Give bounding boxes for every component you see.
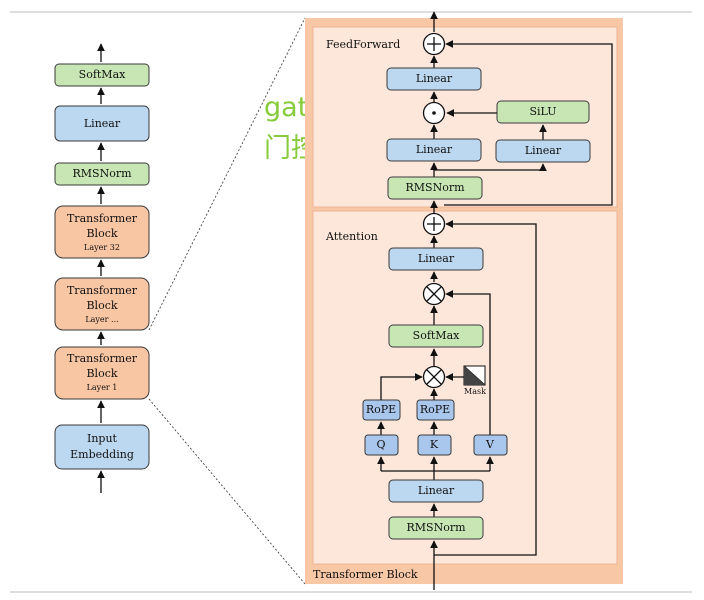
- zoom-line-bottom: [148, 398, 306, 585]
- attn-residual-line: [434, 220, 537, 556]
- left-linear-box: [54, 105, 150, 142]
- left-rmsnorm-label: RMSNorm: [72, 167, 132, 180]
- left-block-1: [54, 346, 150, 400]
- ff-rmsnorm-box: [387, 176, 483, 200]
- feedforward-title: FeedForward: [326, 38, 400, 51]
- k-label: K: [430, 438, 439, 451]
- left-rmsnorm-box: [54, 162, 150, 186]
- ff-rmsnorm-label: RMSNorm: [405, 181, 465, 194]
- left-linear-label: Linear: [84, 117, 121, 130]
- attn-softmax-box: [388, 324, 484, 348]
- left-embedding-box: [54, 424, 150, 470]
- v-box: [473, 434, 508, 456]
- transformer-block-label: Transformer Block: [313, 568, 418, 581]
- arrow-rmsnorm-linearright: [481, 163, 547, 172]
- block-dots-title1: Transformer: [67, 284, 138, 297]
- ff-linear-right-label: Linear: [525, 144, 562, 157]
- zoom-line-top: [148, 17, 306, 331]
- block-1-sub: Layer 1: [87, 383, 118, 392]
- attn-rmsnorm-label: RMSNorm: [406, 521, 466, 534]
- embedding-label-1: Input: [87, 432, 118, 445]
- block-1-title1: Transformer: [67, 352, 138, 365]
- attention-section: Linear SoftMax Mask RoPE RoPE Q: [362, 212, 537, 590]
- rope-q-label: RoPE: [366, 403, 396, 416]
- left-block-dots: [54, 277, 150, 331]
- attention-title: Attention: [325, 230, 378, 243]
- attn-linear-top-box: [388, 247, 484, 271]
- attn-linear-in-label: Linear: [418, 484, 455, 497]
- rope-k-label: RoPE: [420, 403, 450, 416]
- attn-linear-top-label: Linear: [418, 252, 455, 265]
- block-dots-title2: Block: [86, 299, 117, 312]
- ff-linear-right-box: [495, 139, 591, 163]
- block-32-title1: Transformer: [67, 212, 138, 225]
- mask-label: Mask: [464, 387, 486, 396]
- left-softmax-box: [54, 63, 150, 87]
- arrow-v-mul2: [445, 290, 491, 435]
- ff-linear-top-label: Linear: [416, 72, 453, 85]
- ff-silu-box: [496, 100, 590, 124]
- attn-softmax-label: SoftMax: [413, 329, 460, 342]
- v-label: V: [485, 438, 495, 451]
- q-box: [364, 434, 399, 456]
- block-dots-sub: Layer ...: [85, 315, 118, 324]
- block-32-sub: Layer 32: [84, 243, 120, 252]
- arrow-ropeq-mul1: [380, 373, 423, 400]
- q-label: Q: [376, 438, 385, 451]
- attn-linear-in-box: [388, 479, 484, 503]
- ff-linear-top-box: [386, 67, 482, 91]
- feedforward-section: Linear Linear SiLU Linear RMSNorm: [386, 11, 613, 213]
- block-1-title2: Block: [86, 367, 117, 380]
- block-32-title2: Block: [86, 227, 117, 240]
- left-stack: SoftMax Linear RMSNorm Transformer Block…: [54, 43, 150, 493]
- rope-k-box: [416, 399, 455, 421]
- embedding-label-2: Embedding: [70, 448, 134, 461]
- left-softmax-label: SoftMax: [79, 68, 126, 81]
- ff-residual-line: [444, 40, 613, 206]
- ff-silu-label: SiLU: [529, 105, 556, 118]
- ff-linear-left-label: Linear: [416, 143, 453, 156]
- k-box: [417, 434, 452, 456]
- ff-linear-left-box: [386, 138, 482, 162]
- left-block-32: [54, 205, 150, 259]
- attn-rmsnorm-box: [388, 516, 484, 540]
